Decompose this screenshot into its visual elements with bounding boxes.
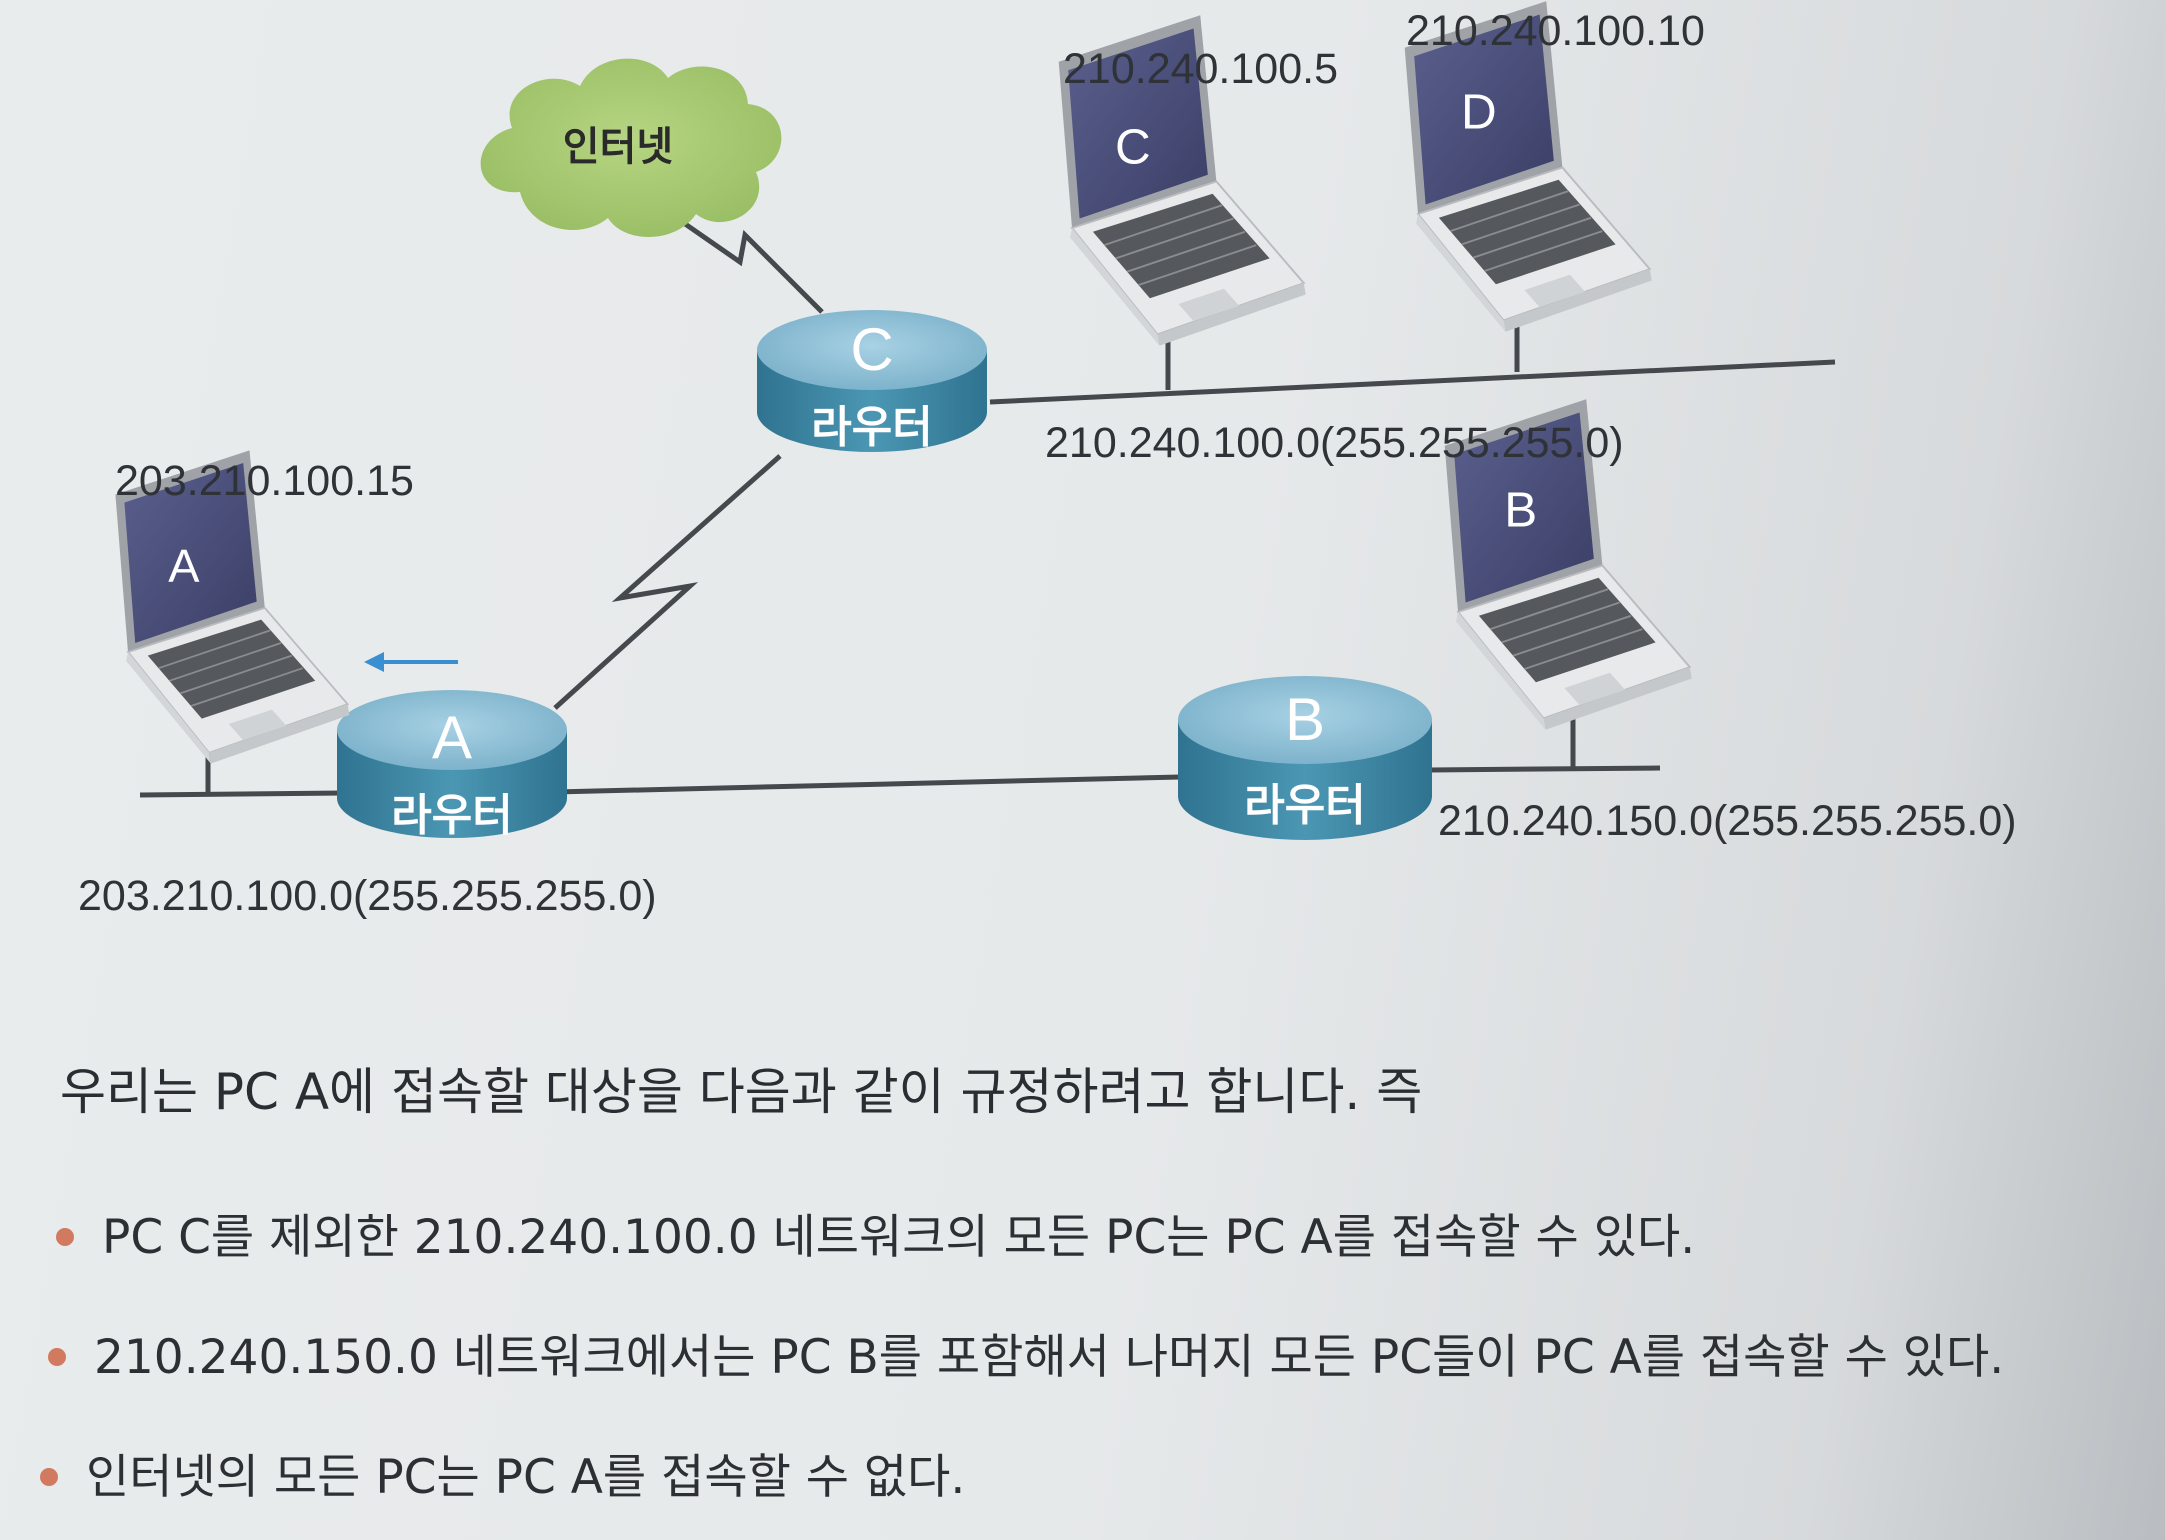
lan-a-line: [139, 790, 346, 798]
pc-c-letter: C: [1115, 119, 1151, 174]
pc-c-ip: 210.240.100.5: [1063, 45, 1338, 93]
network-c-label: 210.240.100.0(255.255.255.0): [1045, 419, 1624, 467]
arrow-icon: [364, 652, 458, 672]
pc-a: A: [114, 449, 351, 765]
router-a: A 라우터: [337, 690, 567, 841]
router-a-letter: A: [432, 704, 472, 771]
network-b-label: 210.240.150.0(255.255.255.0): [1438, 797, 2017, 845]
internet-cloud: 인터넷: [480, 58, 782, 238]
pc-b-letter: B: [1504, 483, 1537, 538]
router-a-label: 라우터: [391, 790, 512, 841]
internet-label: 인터넷: [563, 124, 673, 170]
router-c-letter: C: [850, 316, 893, 383]
pc-b: B: [1443, 398, 1693, 731]
router-c-label: 라우터: [811, 402, 932, 453]
internet-link: [663, 207, 824, 314]
router-b-letter: B: [1285, 686, 1325, 753]
network-lines: [139, 207, 1836, 798]
link-a-b: [554, 774, 1181, 795]
pc-d: D: [1403, 0, 1653, 333]
pc-d-ip: 210.240.100.10: [1406, 7, 1705, 55]
pc-c: C: [1057, 14, 1307, 347]
pc-d-letter: D: [1461, 85, 1497, 140]
pc-a-letter: A: [168, 540, 200, 592]
network-a-label: 203.210.100.0(255.255.255.0): [78, 872, 657, 920]
pc-a-ip: 203.210.100.15: [115, 457, 414, 505]
lan-c-line: [989, 359, 1836, 405]
lan-b-line: [1429, 765, 1661, 773]
wan-link-a-c: [553, 454, 782, 710]
router-b-label: 라우터: [1244, 780, 1365, 831]
router-b: B 라우터: [1178, 676, 1432, 840]
router-c: C 라우터: [757, 310, 987, 453]
